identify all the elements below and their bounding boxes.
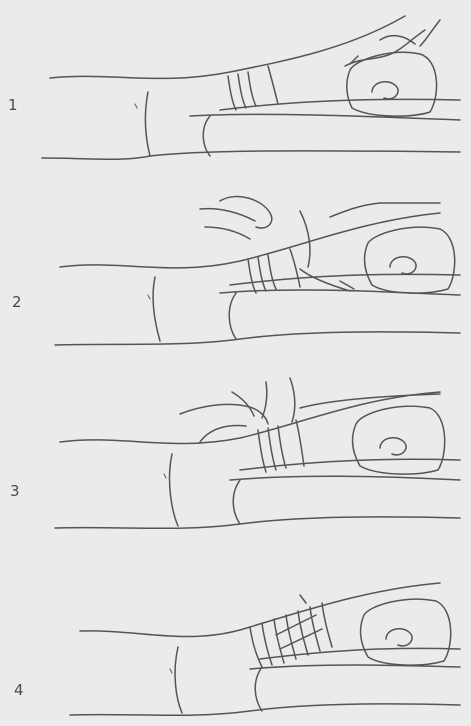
step-4-illustration bbox=[0, 543, 471, 724]
step-2-illustration bbox=[0, 181, 471, 362]
step-1-illustration bbox=[0, 0, 471, 181]
step-4-panel: 4 bbox=[0, 543, 471, 724]
step-1-panel: 1 bbox=[0, 0, 471, 181]
step-3-illustration bbox=[0, 362, 471, 543]
step-2-panel: 2 bbox=[0, 181, 471, 362]
step-3-panel: 3 bbox=[0, 362, 471, 543]
